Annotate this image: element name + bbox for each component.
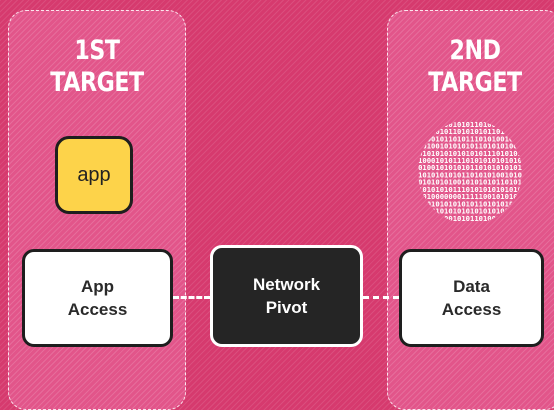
- network-pivot-box: Network Pivot: [210, 245, 363, 347]
- binary-data-sphere-graphic: 0101011010010101101001010110100101011010…: [418, 120, 522, 223]
- first-target-title: 1ST TARGET: [25, 35, 169, 99]
- app-access-box: App Access: [22, 249, 173, 347]
- connector-app-to-pivot: [173, 296, 210, 299]
- app-access-line2: Access: [67, 300, 128, 319]
- network-pivot-line1: Network: [252, 275, 321, 294]
- second-target-title-line2: TARGET: [428, 67, 522, 98]
- app-access-line1: App: [80, 277, 115, 296]
- binary-row: 010101010101110101010101010101: [418, 185, 522, 194]
- binary-row: 010100010101110101010101010001: [418, 156, 522, 165]
- data-access-box: Data Access: [399, 249, 544, 347]
- binary-row: 101010010101010110101010101001: [418, 163, 522, 172]
- first-target-title-line1: 1ST: [74, 35, 120, 66]
- binary-row: 010101101001010110100101011010: [418, 214, 522, 223]
- binary-row: 101010101010101010111010101010: [418, 149, 522, 158]
- data-access-line1: Data: [453, 277, 490, 296]
- app-icon-label: app: [77, 163, 111, 186]
- second-target-title: 2ND TARGET: [404, 35, 547, 99]
- binary-row: 010101101001010110100101011010: [418, 120, 522, 129]
- binary-row: 101010010110101110101001011010: [418, 134, 522, 143]
- binary-data-sphere-icon: 0101011010010101101001010110100101011010…: [418, 120, 522, 224]
- app-icon: app: [55, 136, 133, 214]
- binary-row: 010101000000011111001010100000: [418, 192, 522, 201]
- second-target-title-line1: 2ND: [449, 35, 501, 66]
- binary-row: 010101001010101011010101001010: [418, 142, 522, 151]
- binary-row: 010101010101010101010101010101: [418, 207, 522, 216]
- binary-row: 010101101011010101011010110101: [418, 127, 522, 136]
- binary-row: 101010101010101011010101010101: [418, 199, 522, 208]
- first-target-title-line2: TARGET: [50, 67, 144, 98]
- connector-pivot-to-data: [363, 296, 399, 299]
- data-access-line2: Access: [441, 300, 502, 319]
- network-pivot-line2: Pivot: [265, 298, 308, 317]
- binary-row: 101010101010010101010110101010: [418, 178, 522, 187]
- binary-row: 010101010101011010101001010101: [418, 170, 522, 179]
